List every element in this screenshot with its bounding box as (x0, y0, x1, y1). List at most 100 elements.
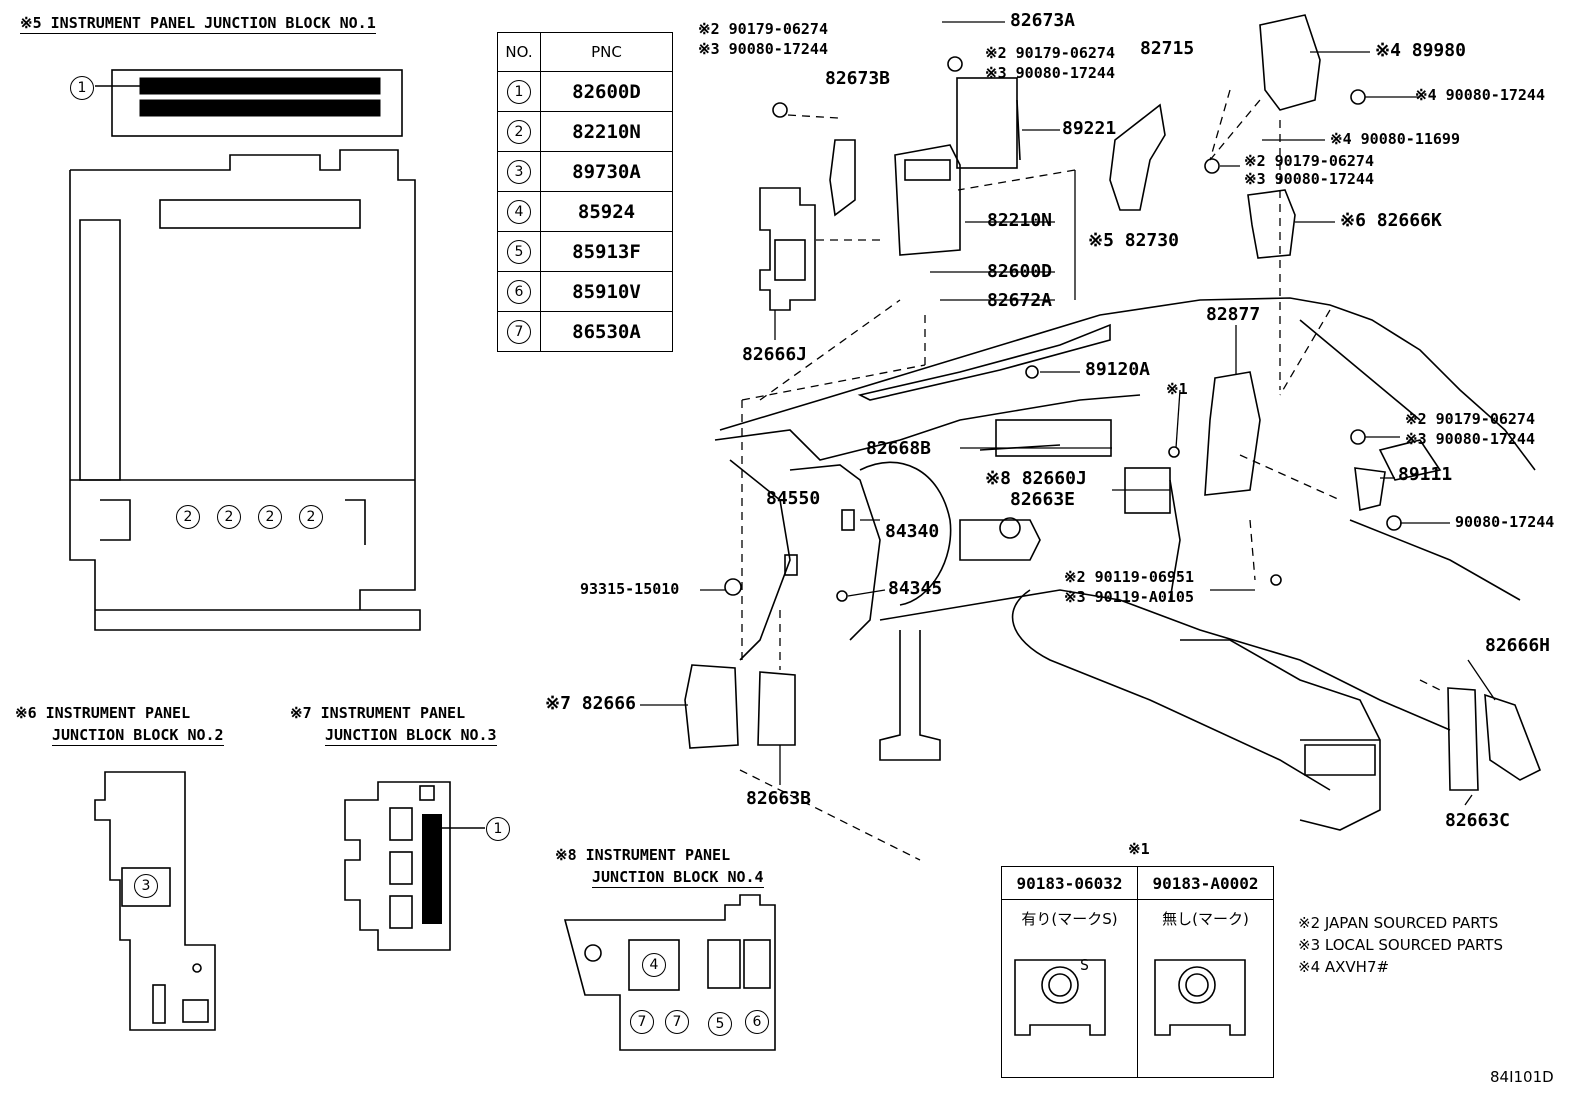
pnc-header-pnc: PNC (540, 32, 673, 72)
row-no: 3 (507, 160, 531, 184)
part-89980 (1259, 14, 1321, 111)
label-90179-d: ※2 90179-06274 (1405, 410, 1535, 428)
s1-mark-s: S (1080, 956, 1090, 974)
part-82715 (1109, 103, 1166, 211)
label-90119-b: ※3 90119-A0105 (1064, 588, 1194, 606)
label-89111: 89111 (1398, 464, 1453, 485)
label-82673B: 82673B (825, 68, 891, 89)
s1-col2-header: 90183-A0002 (1137, 866, 1274, 900)
label-89980: ※4 89980 (1375, 40, 1466, 61)
label-82666H: 82666H (1485, 635, 1551, 656)
part-82666H-82663C (1447, 687, 1542, 791)
jb4-body (563, 894, 776, 1051)
s1-col1-note: 有り(マークS) (1001, 899, 1138, 1078)
jb1-body (69, 149, 421, 631)
label-90080-a: ※3 90080-17244 (698, 40, 828, 58)
label-89120A: 89120A (1085, 359, 1151, 380)
jb1-callout-2a: 2 (176, 505, 200, 529)
s1-col1-header: 90183-06032 (1001, 866, 1138, 900)
label-82666: ※7 82666 (545, 693, 636, 714)
row-no: 4 (507, 200, 531, 224)
label-82666K: ※6 82666K (1340, 210, 1442, 231)
dashboard-outline (714, 297, 1536, 831)
label-84550: 84550 (766, 488, 821, 509)
label-84340: 84340 (885, 521, 940, 542)
jb4-callout-6: 6 (745, 1010, 769, 1034)
s1-col1-note-text: 有り(マークS) (1021, 910, 1118, 928)
label-90080-f: 90080-17244 (1455, 513, 1555, 531)
row-pnc: 86530A (540, 311, 673, 352)
row-no: 5 (507, 240, 531, 264)
label-82666J: 82666J (742, 344, 808, 365)
jb3-title-line2: JUNCTION BLOCK NO.3 (325, 726, 497, 746)
part-jb-82730 (894, 144, 961, 256)
label-90119-a: ※2 90119-06951 (1064, 568, 1194, 586)
s1-col2-note: 無し(マーク) (1137, 899, 1274, 1078)
table-row: 1 82600D (497, 71, 673, 112)
label-90080-11699: ※4 90080-11699 (1330, 130, 1460, 148)
part-ecu-89221 (956, 77, 1021, 169)
jb1-callout-2b: 2 (217, 505, 241, 529)
legend-4: ※4 AXVH7# (1298, 958, 1390, 976)
row-pnc: 85910V (540, 271, 673, 312)
row-no: 2 (507, 120, 531, 144)
label-84345: 84345 (888, 578, 943, 599)
label-note-1: ※1 (1166, 380, 1188, 398)
table-row: 5 85913F (497, 231, 673, 272)
label-89221: 89221 (1062, 118, 1117, 139)
jb2-title-line1: ※6 INSTRUMENT PANEL (15, 704, 191, 722)
jb1-title: ※5 INSTRUMENT PANEL JUNCTION BLOCK NO.1 (20, 14, 376, 34)
s1-col2-note-text: 無し(マーク) (1162, 910, 1249, 928)
part-89111 (1354, 467, 1386, 511)
jb1-callout-2d: 2 (299, 505, 323, 529)
label-82668B: 82668B (866, 438, 932, 459)
row-no: 6 (507, 280, 531, 304)
label-82673A: 82673A (1010, 10, 1076, 31)
part-82673B (829, 139, 856, 217)
jb1-pin-array (139, 77, 381, 117)
label-90080-b: ※3 90080-17244 (985, 64, 1115, 82)
part-82877 (1204, 371, 1261, 496)
label-82663B: 82663B (746, 788, 812, 809)
jb1-callout-2c: 2 (258, 505, 282, 529)
jb2-title-line2: JUNCTION BLOCK NO.2 (52, 726, 224, 746)
part-84550 (784, 554, 798, 576)
label-82730: ※5 82730 (1088, 230, 1179, 251)
row-pnc: 89730A (540, 151, 673, 192)
jb3-body (344, 781, 451, 951)
row-no: 1 (507, 80, 531, 104)
row-pnc: 85913F (540, 231, 673, 272)
label-82877: 82877 (1206, 304, 1261, 325)
part-84340 (841, 509, 855, 531)
jb4-callout-7a: 7 (630, 1010, 654, 1034)
label-82672A: 82672A (987, 290, 1053, 311)
label-90080-d: ※3 90080-17244 (1244, 170, 1374, 188)
label-82715: 82715 (1140, 38, 1195, 59)
label-82663E: 82663E (1010, 489, 1076, 510)
label-90080-e: ※3 90080-17244 (1405, 430, 1535, 448)
jb4-callout-5: 5 (708, 1012, 732, 1036)
s1-title: ※1 (1128, 840, 1150, 858)
row-pnc: 85924 (540, 191, 673, 232)
jb1-callout-1: 1 (70, 76, 94, 100)
legend-3: ※3 LOCAL SOURCED PARTS (1298, 936, 1503, 954)
jb1-top-connector (111, 69, 403, 137)
row-pnc: 82600D (540, 71, 673, 112)
jb3-callout-1: 1 (486, 817, 510, 841)
jb2-body (94, 771, 216, 1031)
table-row: 3 89730A (497, 151, 673, 192)
jb3-pin-array (422, 814, 442, 924)
jb2-callout-3: 3 (134, 874, 158, 898)
s1-table: 90183-06032 90183-A0002 有り(マークS) 無し(マーク) (1001, 866, 1274, 1078)
label-82600D: 82600D (987, 261, 1053, 282)
jb3-title-line1: ※7 INSTRUMENT PANEL (290, 704, 466, 722)
label-90179-c: ※2 90179-06274 (1244, 152, 1374, 170)
part-bracket-82666J (759, 187, 816, 311)
label-93315: 93315-15010 (580, 580, 680, 598)
label-82210N: 82210N (987, 210, 1053, 231)
label-90179-b: ※2 90179-06274 (985, 44, 1115, 62)
